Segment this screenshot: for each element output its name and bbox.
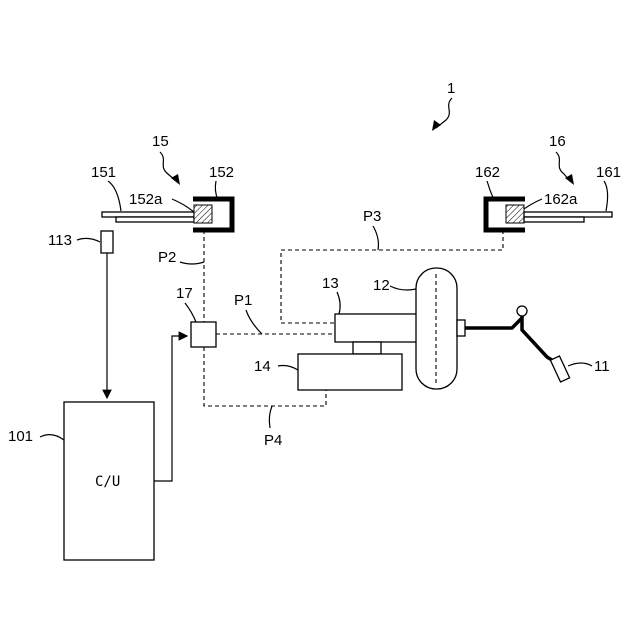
connector-13-14: [353, 342, 381, 354]
label-113: 113: [48, 232, 72, 249]
brake-pedal-lever: [522, 316, 560, 365]
label-151: 151: [91, 164, 116, 181]
label-p4: P4: [264, 432, 282, 449]
leader-17: [185, 303, 196, 322]
label-p3: P3: [363, 208, 381, 225]
unit-14: [298, 354, 402, 390]
signal-cu-to-17: [154, 336, 187, 481]
pushrod-mount: [457, 320, 465, 336]
label-17: 17: [176, 285, 193, 302]
rod-151-lower: [116, 217, 194, 222]
leader-152a: [172, 199, 194, 212]
label-cu: C/U: [95, 474, 120, 490]
leader-11: [568, 363, 592, 366]
hatch-162a: [506, 205, 524, 223]
label-161: 161: [596, 164, 621, 181]
label-p2: P2: [158, 249, 176, 266]
label-unit-16: 16: [549, 133, 566, 150]
arrowhead-unit-16: [565, 174, 574, 185]
sensor-113: [101, 231, 113, 253]
label-system: 1: [447, 80, 455, 97]
arrowhead-system: [432, 120, 441, 131]
pedal-pivot: [517, 306, 527, 316]
rod-151: [102, 212, 194, 217]
leader-113: [77, 238, 100, 242]
arrowhead-unit-15: [171, 174, 180, 185]
leader-101: [40, 435, 64, 440]
leader-p1: [246, 310, 262, 334]
rod-161-lower: [524, 217, 584, 222]
label-152a: 152a: [129, 191, 163, 208]
pipe-p3: [281, 230, 503, 323]
label-11: 11: [594, 358, 610, 375]
rod-161: [524, 212, 612, 217]
hatch-152a: [194, 205, 212, 223]
label-unit-15: 15: [152, 133, 169, 150]
pedal-pad: [550, 356, 569, 382]
booster-12: [416, 268, 457, 389]
leader-12: [390, 286, 416, 290]
valve-17: [191, 322, 216, 347]
leader-161: [604, 181, 608, 211]
label-152: 152: [209, 164, 234, 181]
leader-p4: [269, 406, 272, 428]
label-12: 12: [373, 277, 390, 294]
label-101: 101: [8, 428, 33, 445]
brake-pedal-arm: [465, 318, 522, 328]
leader-p3: [373, 226, 378, 250]
label-14: 14: [254, 358, 271, 375]
leader-151: [108, 181, 121, 211]
label-162a: 162a: [544, 191, 578, 208]
label-13: 13: [322, 275, 339, 292]
leader-p2: [180, 262, 204, 264]
leader-14: [278, 366, 298, 371]
leader-13: [337, 292, 340, 314]
master-cylinder-13: [335, 314, 417, 342]
label-162: 162: [475, 164, 500, 181]
label-p1: P1: [234, 292, 252, 309]
